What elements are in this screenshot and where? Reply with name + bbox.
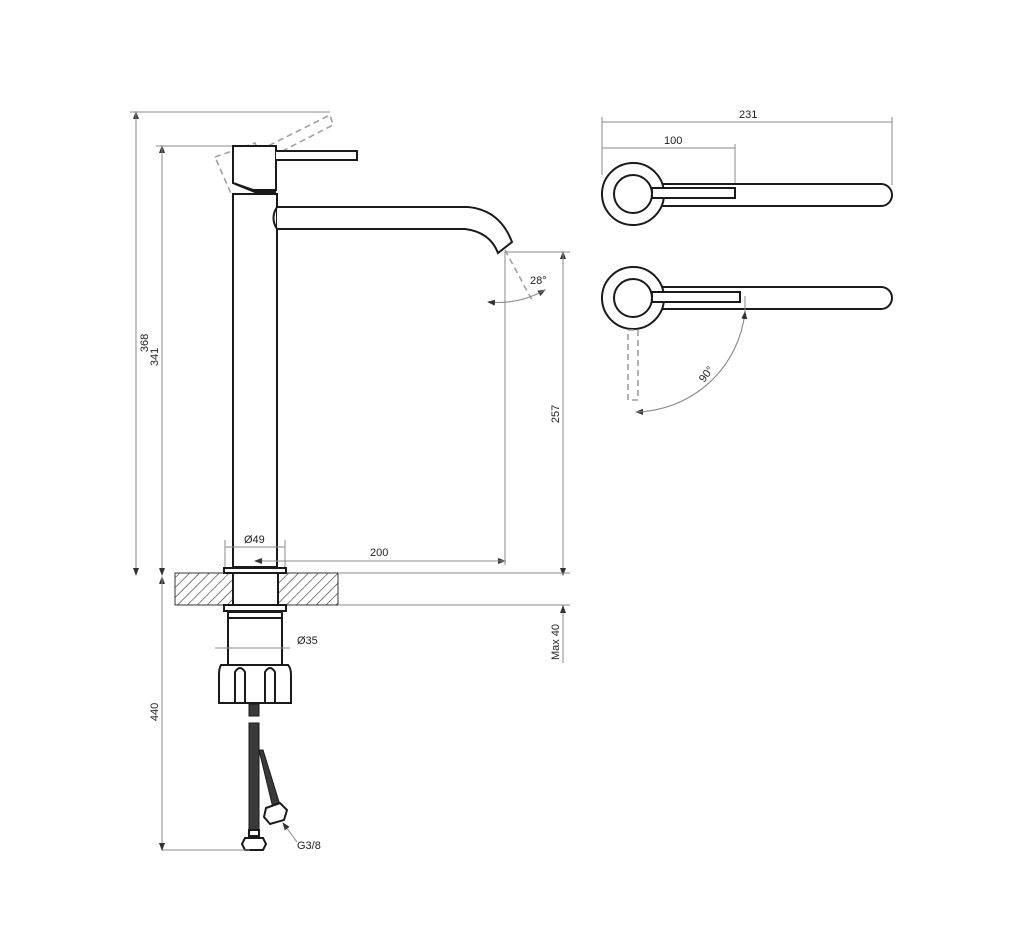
- dimension-max-40: Max 40: [550, 605, 566, 663]
- dim-label-100: 100: [664, 135, 682, 147]
- handle-top-view-rotation: 90°: [601, 266, 893, 415]
- countertop-section: [174, 567, 570, 612]
- mounting-nut: [218, 664, 292, 704]
- hose-thread-callout: G3/8: [282, 822, 321, 852]
- spout-angle-annotation: 28°: [487, 249, 547, 306]
- hose-nut-hex-icon: [262, 801, 289, 826]
- dim-label-341: 341: [149, 348, 161, 366]
- spout: [272, 206, 514, 255]
- dimension-341: 341: [149, 145, 233, 576]
- dimension-231: 231: [601, 109, 893, 185]
- dim-label-g3-8: G3/8: [297, 840, 321, 852]
- dimension-diameter-49: Ø49: [224, 534, 286, 570]
- dim-label-90-degrees: 90°: [697, 364, 717, 385]
- side-view: 368 341: [130, 111, 570, 852]
- dim-label-200: 200: [370, 547, 388, 559]
- dim-label-368: 368: [139, 334, 151, 352]
- faucet-body: [232, 193, 278, 568]
- dim-label-diameter-49: Ø49: [244, 534, 265, 546]
- dim-label-max-40: Max 40: [550, 624, 562, 660]
- dimension-368: 368: [130, 111, 330, 576]
- dim-label-231: 231: [739, 109, 757, 121]
- dim-label-440: 440: [149, 703, 161, 721]
- dimension-100: 100: [602, 135, 736, 190]
- flexible-hoses: [240, 703, 289, 851]
- hose-nut-hex-icon: [240, 837, 268, 851]
- mounting-shank: Ø35: [215, 611, 318, 666]
- dim-label-diameter-35: Ø35: [297, 635, 318, 647]
- top-view: 231 100 90°: [601, 109, 893, 415]
- handle-top-view-closed: [601, 162, 893, 226]
- dim-label-28-degrees: 28°: [530, 275, 547, 287]
- faucet-head: [232, 145, 358, 193]
- dimension-200: 200: [254, 547, 506, 564]
- dimension-440: 440: [149, 576, 250, 851]
- dimension-257: 257: [504, 251, 570, 576]
- dim-label-257: 257: [550, 405, 562, 423]
